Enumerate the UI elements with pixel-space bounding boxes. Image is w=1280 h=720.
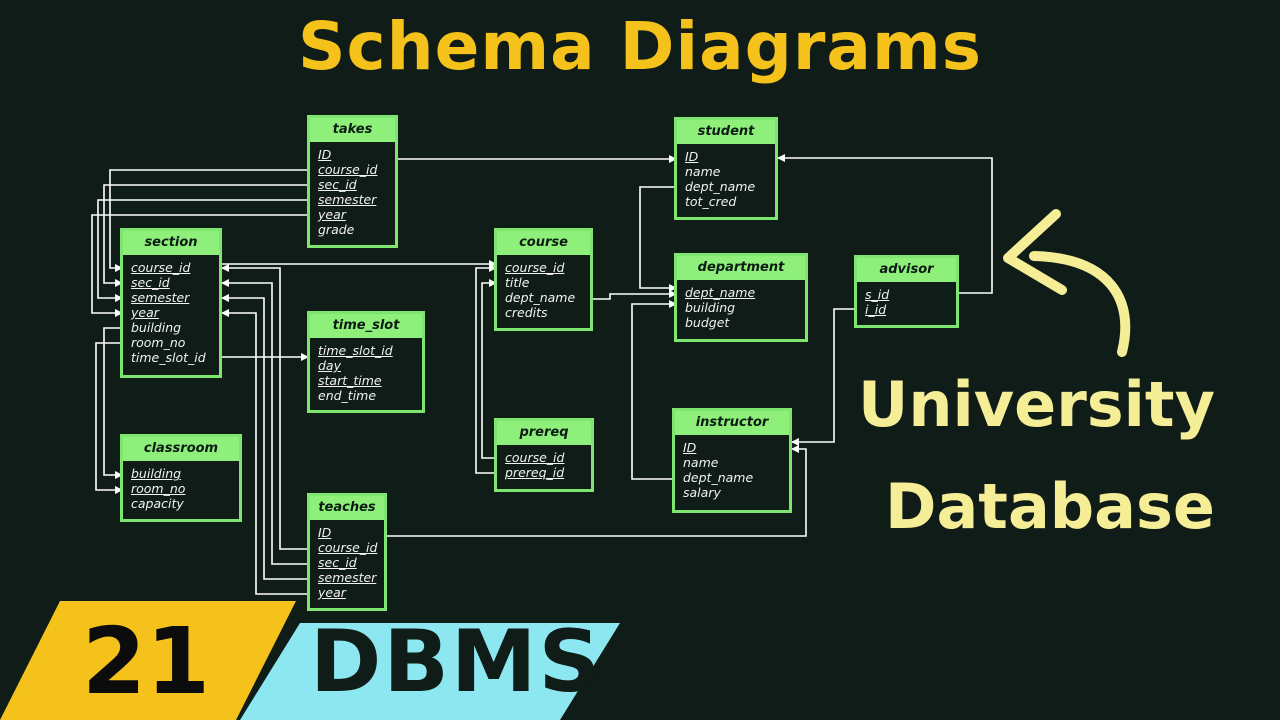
attribute-time-slot-id: time_slot_id [318, 343, 393, 358]
attribute-dept-name: dept_name [685, 179, 756, 194]
caption-line-1: University [858, 368, 1215, 441]
link-section-classroom-building [103, 327, 123, 479]
caption-line-2: Database [885, 470, 1215, 543]
attribute-day: day [318, 358, 341, 373]
table-header: instructor [675, 411, 789, 435]
link-teaches-instructor [386, 445, 807, 537]
link-section-classroom-room [95, 342, 123, 494]
attribute-course-id: course_id [505, 450, 565, 465]
link-prereq-course-a [481, 279, 497, 459]
attribute-name: name [685, 164, 721, 179]
attribute-room-no: room_no [131, 481, 186, 496]
attribute-sec-id: sec_id [131, 275, 170, 290]
attribute-semester: semester [318, 192, 377, 207]
attribute-ID: ID [318, 525, 332, 540]
attribute-course-id: course_id [505, 260, 565, 275]
attribute-course-id: course_id [318, 540, 378, 555]
attribute-course-id: course_id [131, 260, 191, 275]
link-takes-section-sec [103, 184, 308, 287]
attribute-year: year [318, 207, 346, 222]
table-header: prereq [497, 421, 591, 445]
attribute-dept-name: dept_name [505, 290, 576, 305]
table-header: student [677, 120, 775, 144]
attribute-sec-id: sec_id [318, 555, 357, 570]
attribute-dept-name: dept_name [685, 285, 756, 300]
attribute-start-time: start_time [318, 373, 382, 388]
attribute-title: title [505, 275, 530, 290]
link-takes-section-sem [97, 199, 308, 302]
attribute-time-slot-id: time_slot_id [131, 350, 206, 365]
attribute-credits: credits [505, 305, 548, 320]
link-teaches-section-course [221, 264, 308, 550]
attribute-semester: semester [131, 290, 190, 305]
attribute-ID: ID [685, 149, 699, 164]
link-teaches-section-sec [221, 279, 308, 565]
table-header: time_slot [310, 314, 422, 338]
table-header: takes [310, 118, 395, 142]
attribute-tot-cred: tot_cred [685, 194, 737, 209]
link-teaches-section-year [221, 309, 308, 595]
table-header: course [497, 231, 590, 255]
link-instructor-department [631, 300, 677, 480]
attribute-room-no: room_no [131, 335, 186, 350]
link-teaches-section-sem [221, 294, 308, 580]
link-takes-section-year [91, 214, 308, 317]
table-header: teaches [310, 496, 384, 520]
attribute-prereq-id: prereq_id [505, 465, 565, 480]
link-advisor-instructor [791, 308, 856, 446]
attribute-dept-name: dept_name [683, 470, 754, 485]
attribute-course-id: course_id [318, 162, 378, 177]
attribute-salary: salary [683, 485, 721, 500]
link-prereq-course-b [475, 264, 497, 474]
attribute-year: year [131, 305, 159, 320]
table-header: advisor [857, 258, 956, 282]
attribute-grade: grade [318, 222, 355, 237]
page-title: Schema Diagrams [297, 8, 983, 85]
attribute-capacity: capacity [131, 496, 184, 511]
table-header: department [677, 256, 805, 280]
attribute-end-time: end_time [318, 388, 377, 403]
attribute-building: building [685, 300, 736, 315]
attribute-s-id: s_id [865, 287, 890, 302]
episode-badge [0, 601, 296, 720]
attribute-ID: ID [683, 440, 697, 455]
attribute-i-id: i_id [865, 302, 887, 317]
attribute-sec-id: sec_id [318, 177, 357, 192]
attribute-ID: ID [318, 147, 332, 162]
attribute-building: building [131, 320, 182, 335]
attribute-budget: budget [685, 315, 730, 330]
link-advisor-student [777, 154, 993, 294]
subject-label: DBMS [310, 612, 603, 712]
link-takes-section-course [109, 169, 308, 272]
link-course-department [592, 290, 677, 300]
curved-arrow-icon [1003, 209, 1131, 357]
attribute-year: year [318, 585, 346, 600]
attribute-name: name [683, 455, 719, 470]
attribute-semester: semester [318, 570, 377, 585]
link-student-department [639, 186, 677, 292]
attribute-building: building [131, 466, 182, 481]
table-header: section [123, 231, 219, 255]
episode-number: 21 [82, 608, 211, 715]
table-header: classroom [123, 437, 239, 461]
